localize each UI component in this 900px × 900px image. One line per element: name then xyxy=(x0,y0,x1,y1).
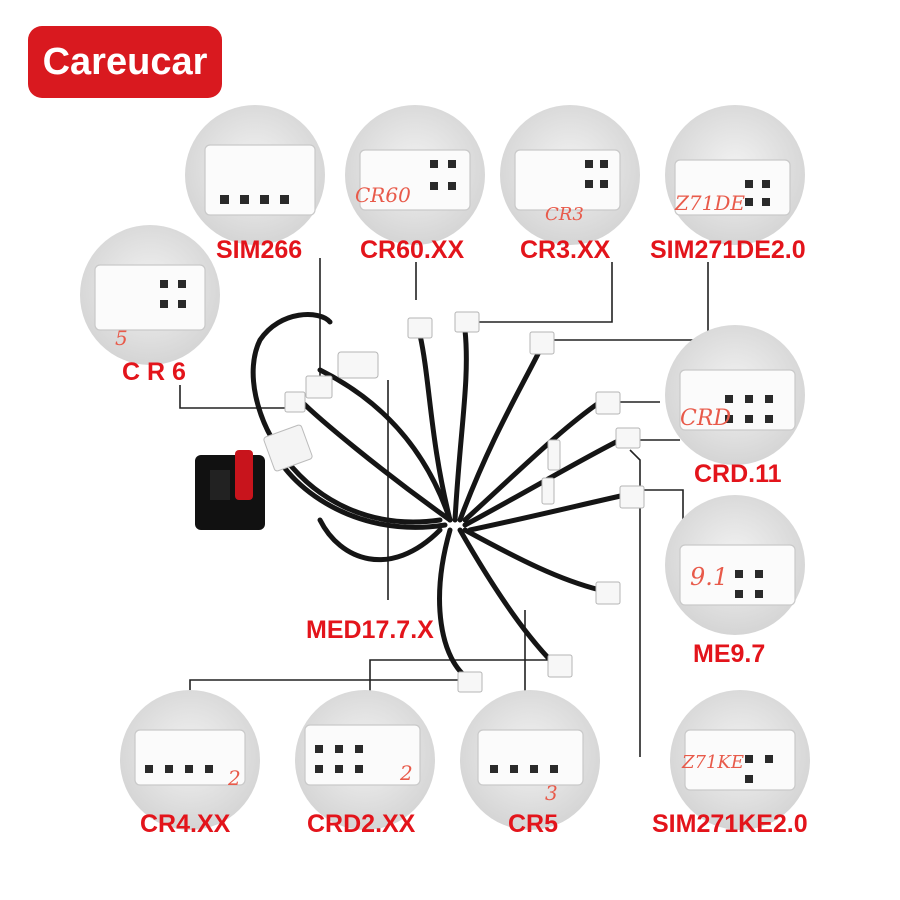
svg-text:CRD: CRD xyxy=(680,406,731,431)
leader-lines xyxy=(179,258,709,757)
svg-text:CR60: CR60 xyxy=(355,183,411,207)
svg-text:Z71KE: Z71KE xyxy=(681,752,744,773)
label-me97: ME9.7 xyxy=(693,640,766,668)
ecu-connector xyxy=(195,424,313,530)
label-cr60: CR60.XX xyxy=(360,236,465,264)
brand-logo: Careucar xyxy=(28,26,222,98)
handwritten-marks: CR60 CR3 Z71DE 5 CRD 9.1 2 2 3 Z71KE xyxy=(115,183,745,805)
label-crd2: CRD2.XX xyxy=(307,810,416,838)
cables xyxy=(250,312,628,683)
svg-text:2: 2 xyxy=(399,761,413,785)
pin-slots xyxy=(145,160,773,783)
svg-text:CR3: CR3 xyxy=(545,204,584,225)
label-cr4: CR4.XX xyxy=(140,810,231,838)
svg-text:9.1: 9.1 xyxy=(690,563,728,591)
label-cr5: CR5 xyxy=(508,810,559,838)
harness-connectors xyxy=(284,311,645,693)
svg-text:Z71DE: Z71DE xyxy=(674,191,745,215)
label-sim271de: SIM271DE2.0 xyxy=(650,236,806,264)
svg-text:2: 2 xyxy=(227,766,241,790)
label-med177: MED17.7.X xyxy=(306,616,434,644)
label-sim266: SIM266 xyxy=(216,236,303,264)
label-cr3: CR3.XX xyxy=(520,236,611,264)
label-crd11: CRD.11 xyxy=(694,460,782,488)
label-sim271ke: SIM271KE2.0 xyxy=(652,810,808,838)
svg-text:5: 5 xyxy=(115,326,128,350)
svg-text:3: 3 xyxy=(545,781,558,805)
label-cr6: C R 6 xyxy=(122,358,186,386)
